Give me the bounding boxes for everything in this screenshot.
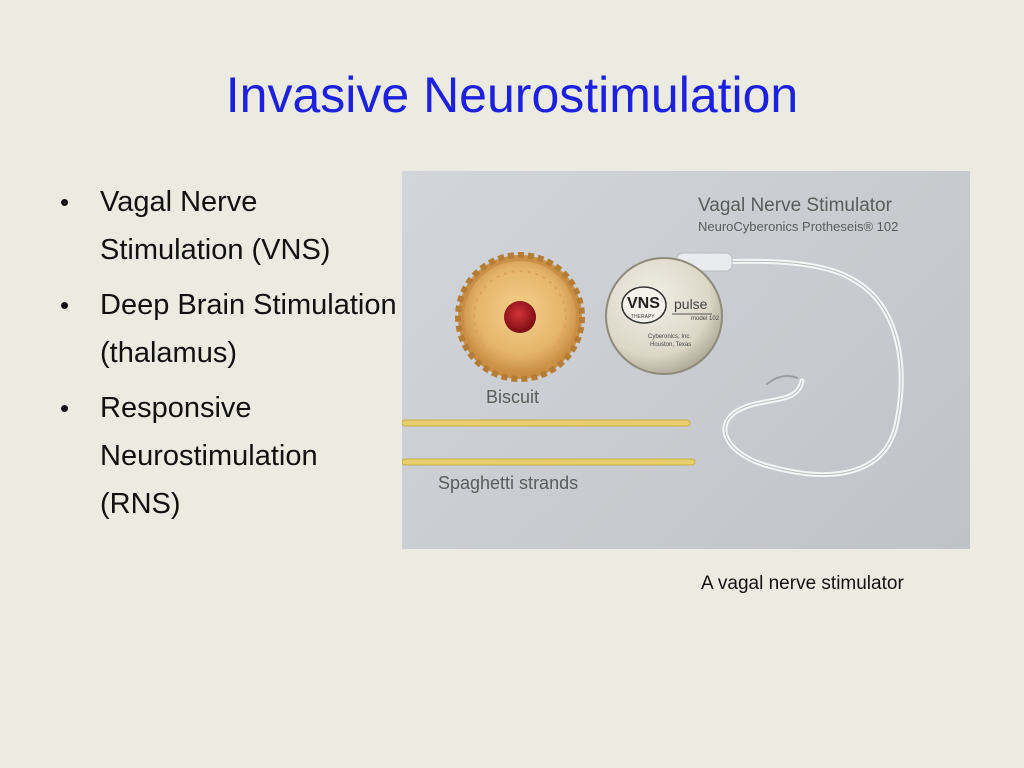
device-name: pulse [674,296,708,312]
biscuit-image [455,252,585,382]
photo-label-title: Vagal Nerve Stimulator [698,195,892,216]
device-maker: Cyberonics, Inc. [648,334,692,340]
vns-photo: Vagal Nerve Stimulator NeuroCyberonics P… [402,171,970,549]
bullet-item: • Vagal Nerve Stimulation (VNS) [60,178,400,274]
device-logo-sub: THERAPY [631,314,655,320]
device-location: Houston, Texas [650,342,692,348]
bullet-text: Responsive Neurostimulation (RNS) [100,392,318,520]
image-caption: A vagal nerve stimulator [701,573,904,594]
photo-label-subtitle: NeuroCyberonics Protheseis® 102 [698,219,899,234]
photo-label-biscuit: Biscuit [486,387,540,407]
bullet-text: Deep Brain Stimulation (thalamus) [100,289,397,369]
lead-wire [699,258,904,477]
bullet-dot: • [60,393,70,423]
bullet-dot: • [60,187,70,217]
bullet-dot: • [60,290,70,320]
vns-pulse-generator [605,252,733,375]
device-logo: VNS [627,295,660,312]
photo-label-spaghetti: Spaghetti strands [438,473,579,493]
bullet-item: • Deep Brain Stimulation (thalamus) [60,281,400,377]
slide-title: Invasive Neurostimulation [225,67,799,123]
bullet-text: Vagal Nerve Stimulation (VNS) [100,186,331,266]
bullet-list: • Vagal Nerve Stimulation (VNS) • Deep Bra… [60,178,400,535]
spaghetti-strands-image [402,419,696,466]
photo-illustration [402,252,904,477]
device-model: model 102 [691,316,720,322]
bullet-item: • Responsive Neurostimulation (RNS) [60,384,400,528]
